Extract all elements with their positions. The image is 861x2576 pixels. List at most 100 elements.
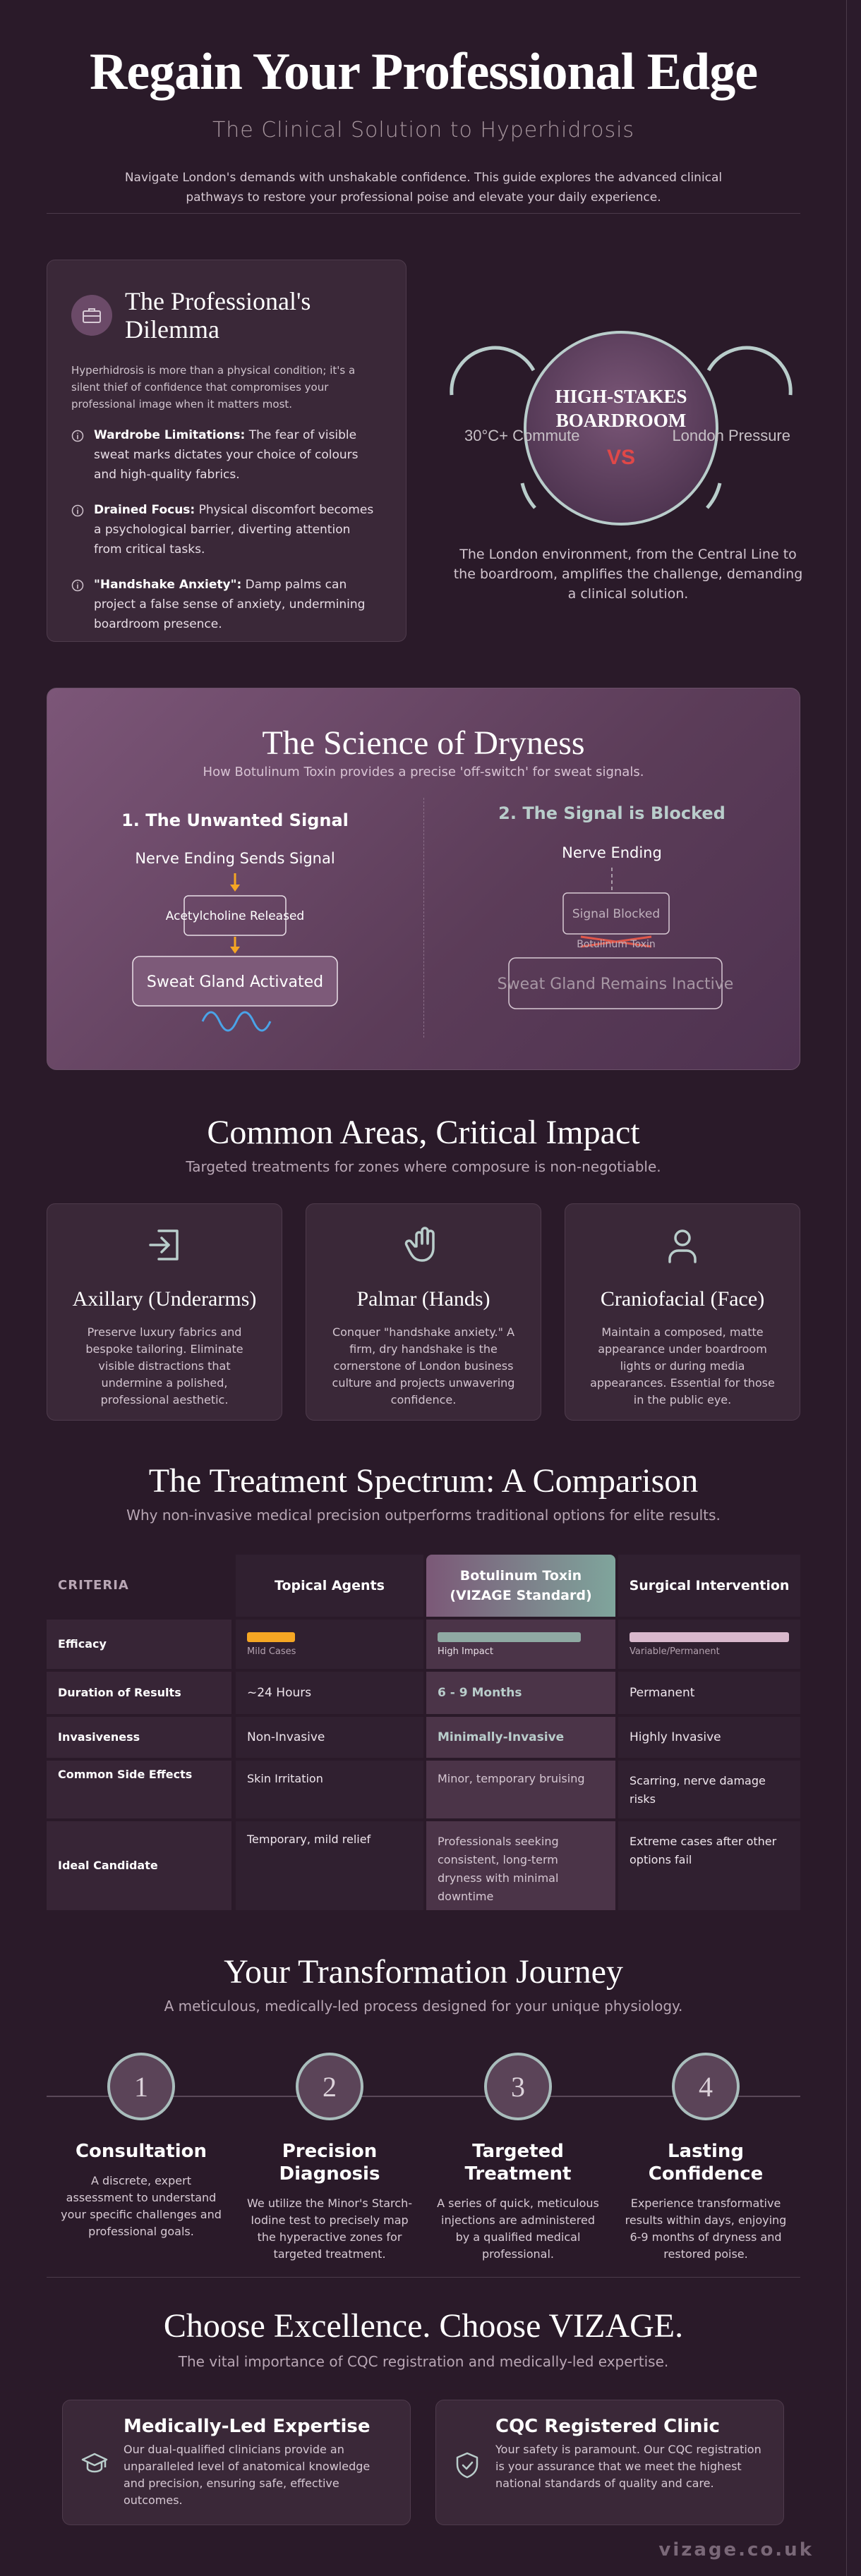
journey-title: Your Transformation Journey	[224, 1953, 623, 1991]
boardroom-circle	[524, 331, 718, 525]
feature-title: CQC Registered Clinic	[495, 2416, 720, 2437]
release-arrowhead	[230, 947, 240, 954]
journey-step: 4 Lasting Confidence Experience transfor…	[614, 2053, 797, 2263]
step-number: 2	[296, 2053, 363, 2120]
areas-subtitle: Targeted treatments for zones where comp…	[186, 1158, 661, 1175]
table-cell: Skin Irritation	[236, 1761, 423, 1818]
table-cell: Non-Invasive	[236, 1717, 423, 1758]
area-title: Palmar (Hands)	[356, 1287, 490, 1311]
area-card-palmar: Palmar (Hands) Conquer "handshake anxiet…	[306, 1203, 541, 1421]
table-cell: Extreme cases after other options fail	[618, 1821, 800, 1910]
page-subtitle: The Clinical Solution to Hyperhidrosis	[212, 118, 635, 142]
intro-text: Navigate London's demands with unshakabl…	[124, 171, 723, 205]
boardroom-line1: HIGH-STAKES	[555, 386, 687, 407]
efficacy-label: Variable/Permanent	[630, 1646, 720, 1657]
dilemma-list: Wardrobe Limitations: The fear of visibl…	[71, 425, 382, 634]
journey-step: 3 Targeted Treatment A series of quick, …	[426, 2053, 610, 2263]
gland-inactive-label: Sweat Gland Remains Inactive	[498, 976, 734, 993]
dilemma-card: The Professional's Dilemma Hyperhidrosis…	[47, 260, 407, 642]
areas-title: Common Areas, Critical Impact	[207, 1114, 640, 1151]
shield-check-icon	[456, 2452, 478, 2479]
nerve-ending-label: Nerve Ending	[562, 844, 662, 861]
item-bold: "Handshake Anxiety":	[94, 578, 242, 592]
feature-card-cqc: CQC Registered Clinic Your safety is par…	[435, 2400, 784, 2525]
page-title: Regain Your Professional Edge	[89, 43, 758, 101]
excellence-subtitle: The vital importance of CQC registration…	[178, 2353, 669, 2370]
pressure-diagram: 30°C+ Commute London Pressure HIGH-STAKE…	[450, 331, 793, 525]
gland-inactive-box	[508, 957, 723, 1009]
graduation-cap-icon	[81, 2453, 108, 2473]
step-title: Targeted Treatment	[464, 2141, 572, 2185]
area-text: Conquer "handshake anxiety." A firm, dry…	[332, 1325, 515, 1407]
table-header-topical: Topical Agents	[236, 1555, 423, 1617]
lower-left-arc	[520, 482, 536, 509]
table-cell: Temporary, mild relief	[236, 1821, 423, 1910]
criteria-cell: Invasiveness	[47, 1717, 231, 1758]
table-cell: Minor, temporary bruising	[426, 1761, 615, 1818]
efficacy-botox-cell: High Impact	[426, 1620, 615, 1669]
journey-subtitle: A meticulous, medically-led process desi…	[164, 1998, 683, 2015]
footer-brand[interactable]: vizage.co.uk	[658, 2539, 814, 2560]
step-title: Consultation	[75, 2141, 207, 2162]
criteria-cell: Common Side Effects	[47, 1761, 231, 1818]
efficacy-bar-topical	[247, 1632, 295, 1642]
area-title: Craniofacial (Face)	[600, 1287, 765, 1311]
feature-text: Your safety is paramount. Our CQC regist…	[495, 2443, 761, 2490]
dilemma-title: The Professional's Dilemma	[125, 287, 311, 344]
signal-blocked-heading: 2. The Signal is Blocked	[498, 803, 725, 823]
feature-card-expertise: Medically-Led Expertise Our dual-qualifi…	[62, 2400, 411, 2525]
step-text: Experience transformative results within…	[625, 2197, 787, 2261]
step-title: Lasting Confidence	[648, 2141, 764, 2185]
science-section: The Science of Dryness How Botulinum Tox…	[47, 688, 800, 1070]
table-row: Ideal Candidate Temporary, mild relief P…	[47, 1821, 800, 1910]
feature-text: Our dual-qualified clinicians provide an…	[124, 2443, 371, 2507]
london-pressure-label: London Pressure	[672, 427, 790, 444]
efficacy-bar-surgical	[630, 1632, 789, 1642]
hand-icon	[404, 1227, 435, 1262]
table-cell: Professionals seeking consistent, long-t…	[426, 1821, 615, 1910]
table-row: Common Side Effects Skin Irritation Mino…	[47, 1761, 800, 1818]
toxin-label: Botulinum Toxin	[577, 939, 656, 950]
person-icon	[668, 1229, 697, 1263]
item-bold: Drained Focus:	[94, 503, 195, 517]
blocked-label: Signal Blocked	[572, 907, 660, 921]
table-header-surgical: Surgical Intervention	[618, 1555, 800, 1617]
table-cell: Minimally-Invasive	[426, 1717, 615, 1758]
sign-in-arrow-icon	[149, 1229, 179, 1260]
comparison-title: The Treatment Spectrum: A Comparison	[148, 1462, 699, 1500]
gland-activated-label: Sweat Gland Activated	[147, 973, 323, 991]
step-number: 3	[484, 2053, 552, 2120]
info-icon	[71, 504, 84, 559]
science-diagram: 1. The Unwanted Signal Nerve Ending Send…	[121, 803, 734, 1032]
area-text: Maintain a composed, matte appearance un…	[590, 1325, 775, 1407]
info-icon	[71, 429, 84, 485]
efficacy-bar-botox	[438, 1632, 581, 1642]
table-cell: ~24 Hours	[236, 1672, 423, 1714]
item-text: Physical discomfort becomes a psychologi…	[94, 503, 374, 557]
acetylcholine-box	[183, 895, 287, 936]
science-title: The Science of Dryness	[262, 724, 585, 762]
step-text: We utilize the Minor's Starch-Iodine tes…	[247, 2197, 412, 2261]
area-text: Preserve luxury fabrics and bespoke tail…	[85, 1325, 243, 1407]
table-cell: Permanent	[618, 1672, 800, 1714]
step-number: 1	[107, 2053, 175, 2120]
left-arc	[450, 346, 536, 396]
table-row: Efficacy Mild Cases High Impact Variable…	[47, 1620, 800, 1669]
pressure-caption: The London environment, from the Central…	[453, 547, 803, 602]
right-arc	[706, 346, 793, 396]
feature-title: Medically-Led Expertise	[124, 2416, 371, 2437]
info-icon	[71, 578, 84, 634]
table-row: Duration of Results ~24 Hours 6 - 9 Mont…	[47, 1672, 800, 1714]
acetylcholine-label: Acetylcholine Released	[166, 909, 304, 923]
divider	[47, 213, 800, 214]
efficacy-topical-cell: Mild Cases	[236, 1620, 423, 1669]
table-cell: Scarring, nerve damage risks	[618, 1761, 800, 1818]
step-title: Precision Diagnosis	[279, 2141, 380, 2185]
criteria-cell: Duration of Results	[47, 1672, 231, 1714]
nerve-signal-label: Nerve Ending Sends Signal	[135, 850, 335, 867]
efficacy-label: Mild Cases	[247, 1646, 296, 1657]
efficacy-surgical-cell: Variable/Permanent	[618, 1620, 800, 1669]
science-divider	[423, 798, 424, 1038]
step-text: A series of quick, meticulous injections…	[437, 2197, 599, 2261]
